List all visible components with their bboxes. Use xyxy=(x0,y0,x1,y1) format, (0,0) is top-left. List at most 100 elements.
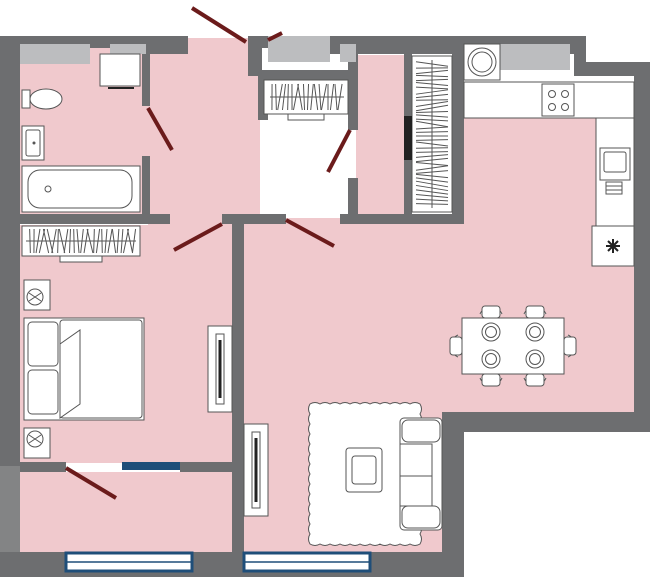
hanger-line xyxy=(29,228,31,254)
hanger-line xyxy=(107,228,113,254)
windows xyxy=(64,462,372,573)
chair-seat xyxy=(449,336,463,356)
wall-hall-right-top xyxy=(248,36,262,76)
chair-seat xyxy=(481,373,501,387)
hanger-line xyxy=(116,228,120,254)
wall-bath-hall xyxy=(142,48,150,106)
hanger-line xyxy=(58,228,66,254)
hanger-line xyxy=(86,228,94,254)
hanger-line xyxy=(95,228,101,254)
floor-balcony xyxy=(20,472,232,552)
hanger-line xyxy=(415,89,449,95)
hanger-line xyxy=(415,101,449,107)
hanger-line xyxy=(415,118,449,122)
plate-inner xyxy=(485,326,497,338)
floor-living-bottom xyxy=(438,215,468,415)
hanger-line xyxy=(415,93,449,99)
hanger-line xyxy=(415,194,449,198)
hanger-line xyxy=(126,228,134,254)
bed-icon xyxy=(23,317,145,421)
hanger-line xyxy=(415,189,449,195)
dining-chairs xyxy=(449,305,577,387)
chair-icon xyxy=(563,334,577,358)
kitchen xyxy=(463,43,635,267)
door-bathroom xyxy=(146,107,174,151)
hanger-line xyxy=(415,104,449,112)
wall-bath-hall-lower xyxy=(142,156,150,220)
tv-living-icon xyxy=(243,423,269,517)
hanger-line xyxy=(320,83,328,111)
hanger-line xyxy=(318,83,322,111)
chair-icon xyxy=(523,373,547,387)
door-balcony xyxy=(64,466,118,500)
bathtub-icon xyxy=(21,165,141,213)
living-furniture xyxy=(243,402,443,546)
nightstand-top-icon xyxy=(23,279,51,311)
bathroom-fixtures xyxy=(21,53,141,213)
wall-top-right-step xyxy=(574,36,586,76)
hanger-line xyxy=(415,81,449,87)
hanger-line xyxy=(57,228,59,254)
hanger-line xyxy=(415,86,449,90)
dining-set xyxy=(449,305,577,387)
door-bedroom xyxy=(173,222,223,252)
wardrobe-bedroom-hangers xyxy=(29,228,137,254)
hanger-line xyxy=(277,83,283,111)
fixture-top-left-2 xyxy=(110,44,146,54)
hanger-line xyxy=(69,228,71,254)
hanger-line xyxy=(93,228,95,254)
hanger-line xyxy=(310,83,314,111)
washing-machine xyxy=(99,53,141,87)
kitchen-sink-icon xyxy=(599,147,631,195)
hanger-line xyxy=(302,83,306,111)
hanger-line xyxy=(275,83,277,111)
door-entrance xyxy=(190,6,248,44)
dining-table xyxy=(461,317,565,375)
hanger-line xyxy=(415,139,449,141)
hanger-line xyxy=(104,228,108,254)
hanger-line xyxy=(42,228,50,254)
wall-left xyxy=(0,36,20,466)
hanger-line xyxy=(73,228,75,254)
hanger-line xyxy=(80,228,84,254)
wardrobes xyxy=(21,55,453,263)
hanger-line xyxy=(329,83,335,111)
wall-top-right xyxy=(574,62,650,76)
wall-bedroom-living xyxy=(232,214,244,554)
floors xyxy=(20,38,634,552)
door-living xyxy=(285,218,335,248)
doors xyxy=(64,6,352,500)
hanger-line xyxy=(415,99,449,101)
bedroom-furniture xyxy=(23,279,233,459)
toilet-icon xyxy=(21,88,63,110)
wall-wardrobe-box-left xyxy=(258,70,268,120)
floor-closet xyxy=(356,55,406,215)
chair-seat xyxy=(481,305,501,319)
fixture-top-left-1 xyxy=(20,44,90,64)
chair-icon xyxy=(523,305,547,319)
door-entrance-2 xyxy=(267,31,283,42)
hanger-line xyxy=(415,114,449,118)
coffee-table-icon xyxy=(345,447,383,493)
hanger-line xyxy=(415,154,449,158)
wall-bedroom-balcony-left xyxy=(20,462,66,472)
boiler-icon xyxy=(463,43,501,81)
door-closet xyxy=(326,129,352,173)
plate-inner xyxy=(485,353,497,365)
fixture-top-kitchen xyxy=(500,44,570,70)
stove-icon xyxy=(541,83,575,117)
tv-bedroom-icon xyxy=(207,325,233,413)
hanger-line xyxy=(415,74,449,78)
hanger-line xyxy=(415,177,449,183)
hanger-line xyxy=(292,83,300,111)
hanger-line xyxy=(415,131,449,133)
wall-kitchen-left xyxy=(452,54,464,224)
hanger-line xyxy=(46,228,54,254)
wall-top-left-block xyxy=(148,36,188,54)
hanger-line xyxy=(63,228,69,254)
wall-right-bottom xyxy=(442,412,650,432)
hanger-line xyxy=(415,165,449,171)
hanger-line xyxy=(415,126,449,130)
bathroom-sink-icon xyxy=(21,125,45,161)
